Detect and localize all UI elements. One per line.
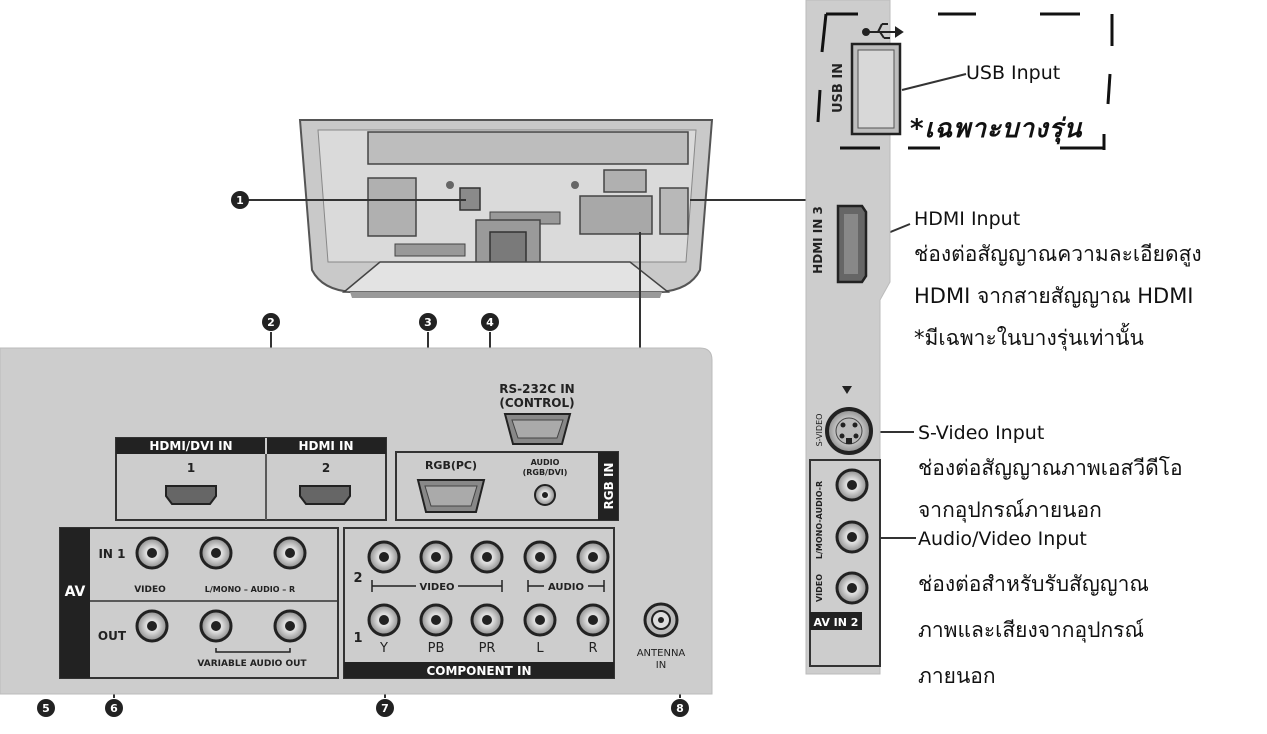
component-r-label: R xyxy=(588,641,597,656)
component-row-1-label: 1 xyxy=(353,631,362,646)
rs232c-control-label: (CONTROL) xyxy=(499,396,574,410)
callout-3: 3 xyxy=(424,316,432,329)
usb-input-label: USB Input xyxy=(966,62,1061,84)
callout-markers: 1 2 3 4 5 6 7 8 xyxy=(37,191,689,717)
antenna-label: ANTENNA xyxy=(637,648,686,659)
component-pb-label: PB xyxy=(428,641,445,656)
callout-7: 7 xyxy=(381,702,389,715)
svideo-arrow-icon xyxy=(842,386,852,394)
av-input-desc-1: ช่องต่อสำหรับรับสัญญาณ xyxy=(918,572,1149,596)
hdmi-input-desc-2: HDMI จากสายสัญญาณ HDMI xyxy=(914,284,1194,308)
callout-6: 6 xyxy=(110,702,118,715)
av-input-title: Audio/Video Input xyxy=(918,528,1087,550)
component-row-2-label: 2 xyxy=(353,571,362,586)
hdmi-dvi-in-label: HDMI/DVI IN xyxy=(149,439,232,453)
callout-4: 4 xyxy=(486,316,494,329)
svideo-label: S-VIDEO xyxy=(815,414,824,447)
side-panel: USB IN HDMI IN 3 S-VIDEO L/MONO-AUDIO-R … xyxy=(805,0,1114,675)
callout-1: 1 xyxy=(236,194,244,207)
tv-back-illustration xyxy=(298,119,714,298)
component-l-label: L xyxy=(536,641,544,656)
variable-audio-out-label: VARIABLE AUDIO OUT xyxy=(197,659,307,669)
svideo-input-desc-2: จากอุปกรณ์ภายนอก xyxy=(918,498,1102,522)
hdmi-in-3-label: HDMI IN 3 xyxy=(811,206,825,274)
audio-rgb-dvi-label: (RGB/DVI) xyxy=(523,468,568,477)
usb-note-label: *เฉพาะบางรุ่น xyxy=(910,114,1083,144)
usb-icon xyxy=(862,23,904,39)
rgb-pc-label: RGB(PC) xyxy=(425,459,477,472)
av-in1-label: IN 1 xyxy=(98,547,125,561)
av-audio-label: L/MONO – AUDIO – R xyxy=(205,585,295,594)
av-input-desc-2: ภาพและเสียงจากอุปกรณ์ xyxy=(918,618,1144,642)
hdmi-port-1-number: 1 xyxy=(187,461,195,475)
component-pr-label: PR xyxy=(479,641,496,656)
callout-5: 5 xyxy=(42,702,50,715)
callout-8: 8 xyxy=(676,702,684,715)
hdmi-input-desc-1: ช่องต่อสัญญาณความละเอียดสูง xyxy=(914,242,1202,266)
svideo-input-desc-1: ช่องต่อสัญญาณภาพเอสวีดีโอ xyxy=(918,456,1183,480)
av-in-2-label: AV IN 2 xyxy=(814,616,859,629)
hdmi-port-2-number: 2 xyxy=(322,461,330,475)
rs232c-label: RS-232C IN xyxy=(499,382,574,396)
av-in-2-audio-label: L/MONO-AUDIO-R xyxy=(815,481,824,559)
av-input-desc-3: ภายนอก xyxy=(918,664,996,688)
hdmi-port-2[interactable] xyxy=(299,485,351,505)
hdmi-in-label: HDMI IN xyxy=(298,439,353,453)
usb-in-label: USB IN xyxy=(831,63,846,113)
rgb-in-label: RGB IN xyxy=(602,463,616,510)
component-in-label: COMPONENT IN xyxy=(426,664,531,678)
component-y-label: Y xyxy=(379,641,388,656)
component-audio-label: AUDIO xyxy=(548,582,584,593)
svideo-input-title: S-Video Input xyxy=(918,422,1045,444)
input-panel: HDMI/DVI IN HDMI IN 1 2 RS-232C IN (CONT… xyxy=(0,347,713,695)
hdmi-port-1[interactable] xyxy=(165,485,217,505)
av-video-label: VIDEO xyxy=(134,585,166,595)
av-in-2-video-label: VIDEO xyxy=(815,574,824,602)
hdmi-input-desc-3: *มีเฉพาะในบางรุ่นเท่านั้น xyxy=(914,326,1144,350)
component-video-label: VIDEO xyxy=(419,582,454,593)
hdmi-input-title: HDMI Input xyxy=(914,208,1021,230)
av-out-label: OUT xyxy=(98,629,127,643)
antenna-in-label: IN xyxy=(656,660,666,671)
av-label: AV xyxy=(65,584,86,600)
callout-2: 2 xyxy=(267,316,275,329)
audio-rgb-label: AUDIO xyxy=(531,458,560,467)
